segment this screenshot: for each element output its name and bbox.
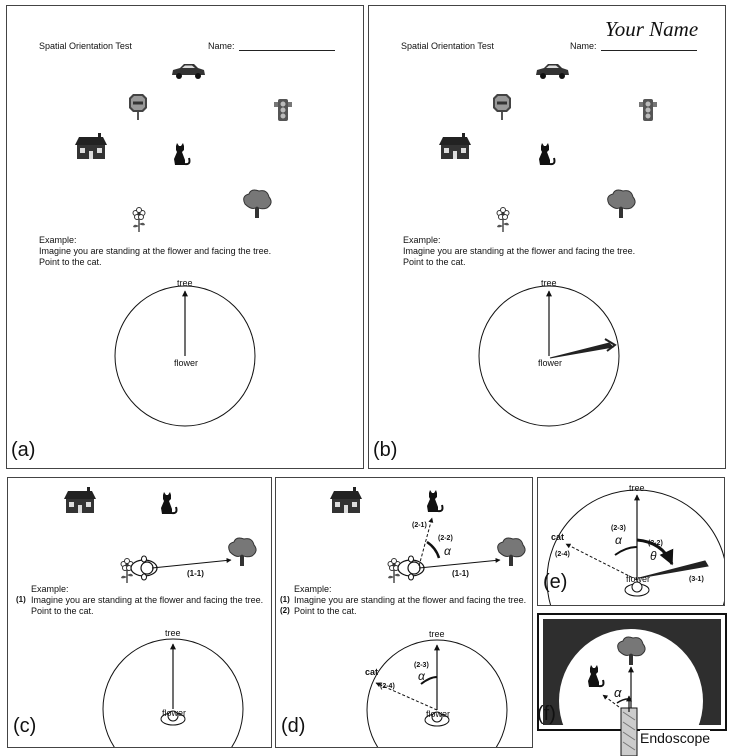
endoscope-label: Endoscope — [640, 730, 710, 746]
